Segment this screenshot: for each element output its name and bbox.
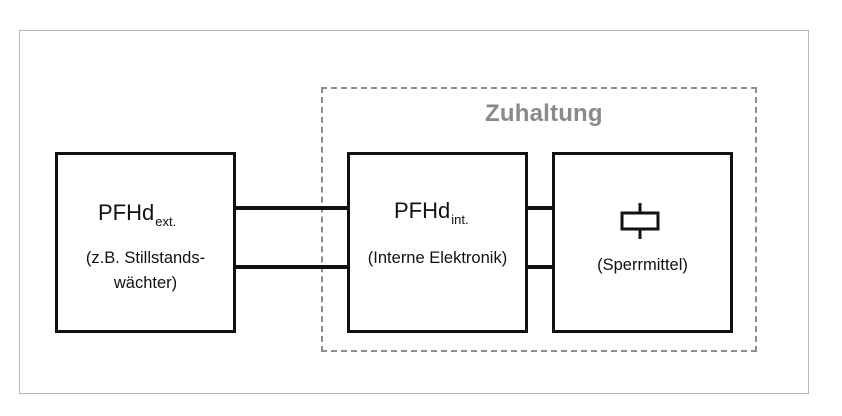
external-desc-line1: (z.B. Stillstands- <box>85 249 206 267</box>
internal-pfh-label: PFHdint. <box>394 198 469 227</box>
internal-pfh-subscript: int. <box>451 212 469 227</box>
external-pfh-subscript: ext. <box>155 214 177 229</box>
connection-line-int-lock-top <box>528 206 552 210</box>
external-pfh-main: PFHd <box>98 200 155 225</box>
zuhaltung-group-boundary <box>321 87 757 352</box>
external-desc-line2: wächter) <box>113 274 178 292</box>
connection-line-ext-int-bottom <box>236 265 347 269</box>
group-title: Zuhaltung <box>485 100 603 127</box>
internal-description: (Interne Elektronik) <box>367 249 508 267</box>
lock-description: (Sperrmittel) <box>597 256 688 274</box>
internal-pfh-block <box>347 152 528 333</box>
external-description: (z.B. Stillstands- wächter) <box>55 246 236 296</box>
lock-block <box>552 152 733 333</box>
connection-line-int-lock-bottom <box>528 265 552 269</box>
connection-line-ext-int-top <box>236 206 347 210</box>
outer-frame <box>19 30 809 394</box>
external-pfh-label: PFHdext. <box>98 200 177 229</box>
internal-pfh-main: PFHd <box>394 198 451 223</box>
external-pfh-block <box>55 152 236 333</box>
solenoid-icon <box>620 203 660 239</box>
